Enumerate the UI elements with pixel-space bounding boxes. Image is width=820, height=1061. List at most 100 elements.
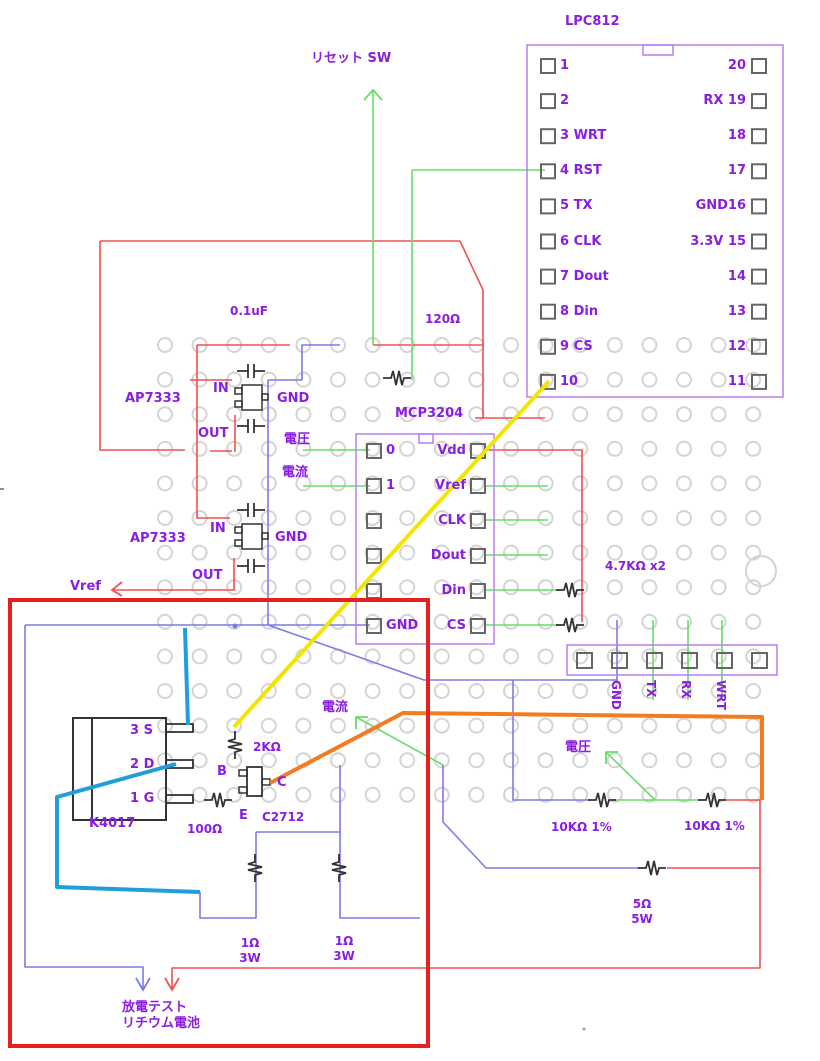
perfboard-hole [710,683,727,699]
lpc812-pin-3: 3 WRT [560,128,607,144]
perfboard-hole [606,475,623,492]
perfboard-hole [676,683,692,699]
regulator-2-out: OUT [192,568,223,583]
perfboard-hole [399,648,416,665]
perfboard-hole [468,717,485,734]
perfboard-hole [641,613,658,630]
perfboard-hole [606,648,623,665]
perfboard-hole [433,648,450,665]
perfboard-hole [295,440,312,457]
lpc812-pin-4: 4 RST [560,163,602,179]
perfboard-hole [330,683,346,699]
perfboard-hole [226,786,243,803]
lpc812-title: LPC812 [565,14,620,29]
perfboard-hole [745,683,762,699]
perfboard-hole [641,510,658,526]
wire-blue-5ohm [442,765,640,869]
pullup-resistor-din [556,582,584,598]
perfboard-hole [330,371,346,388]
mosfet-lead-1 [165,759,194,769]
jumper-yellow [232,379,551,729]
lpc812-pad-left [540,268,556,285]
perfboard-hole [710,510,727,526]
perfboard-hole [537,683,554,699]
resistor-5-watt: 5W [631,912,653,926]
perfboard-hole [468,406,485,423]
mcp3204-pad-right [470,478,486,494]
perfboard-hole [745,613,762,630]
header-pad [611,652,628,669]
wire-red-battery [171,800,761,990]
wire-red-reg [196,345,230,519]
regulator-2-pin [234,539,243,547]
voltage-arrow [605,751,618,764]
perfboard-hole [191,475,208,492]
regulator-2-pin [234,526,243,534]
perfboard-hole [191,752,208,769]
lpc812-pad-left [540,58,556,74]
perfboard-hole [606,613,623,630]
perfboard-hole [295,579,312,596]
perfboard-hole [503,579,519,596]
lpc812-pad-left [540,233,556,250]
perfboard-hole [745,406,762,423]
jumper-cyan-source [183,627,190,726]
battery-plus-arrow [164,977,180,992]
perfboard-hole [330,579,346,596]
perfboard-hole [433,406,450,423]
perfboard-hole [710,648,727,665]
resistor-100-label: 100Ω [187,822,223,836]
perfboard-hole [572,510,589,526]
wire-red-pullup [483,449,583,622]
perfboard-hole [606,786,623,803]
perfboard-hole [572,613,589,630]
perfboard-hole [537,613,554,630]
perfboard-hole [606,510,623,526]
perfboard-hole [157,371,173,388]
pullup-resistor-cs [556,617,584,633]
perfboard-hole [364,475,381,492]
perfboard-hole [364,752,381,769]
perfboard-hole [295,406,312,423]
perfboard-hole [537,406,554,423]
header-pad [681,652,698,669]
highlight-box [8,598,430,1048]
perfboard-hole [745,475,762,492]
lpc812-pad-right [751,128,767,145]
perfboard-hole [641,752,658,769]
perfboard-hole [364,579,381,596]
mcp3204-pin-dout: Dout [430,548,466,563]
transistor-base-pin [238,769,248,777]
lpc812-pad-right [751,58,767,74]
perfboard-hole [606,544,623,561]
perfboard-hole [468,544,485,561]
perfboard-hole [503,752,519,769]
resistor-100 [204,792,232,808]
perfboard-hole [226,683,243,699]
lpc812-pad-right [751,93,767,110]
perfboard-hole [676,371,692,388]
perfboard-hole [606,337,623,353]
lpc812-pin-1: 1 [560,58,570,73]
perfboard-hole [433,717,450,734]
perfboard-hole [572,544,589,561]
perfboard-hole [606,717,623,734]
perfboard-hole [503,440,519,457]
mcp3204-notch [418,433,434,444]
perfboard-hole [399,544,416,561]
perfboard-hole [260,786,277,803]
lpc812-pad-left [540,373,556,390]
perfboard-hole [572,579,589,596]
perfboard-hole [191,544,208,561]
regulator-2-name: AP7333 [130,531,186,546]
mosfet-lead-2 [165,794,194,804]
resistor-1b-watt: 3W [333,949,355,963]
perfboard-hole [364,510,381,526]
lpc812-pad-right [751,338,767,355]
perfboard-hole [260,648,277,665]
regulator-1-pin [261,393,269,401]
perfboard-hole [572,337,589,353]
resistor-10k-a [588,792,616,808]
current-arrow [355,716,368,729]
perfboard-hole [364,440,381,457]
